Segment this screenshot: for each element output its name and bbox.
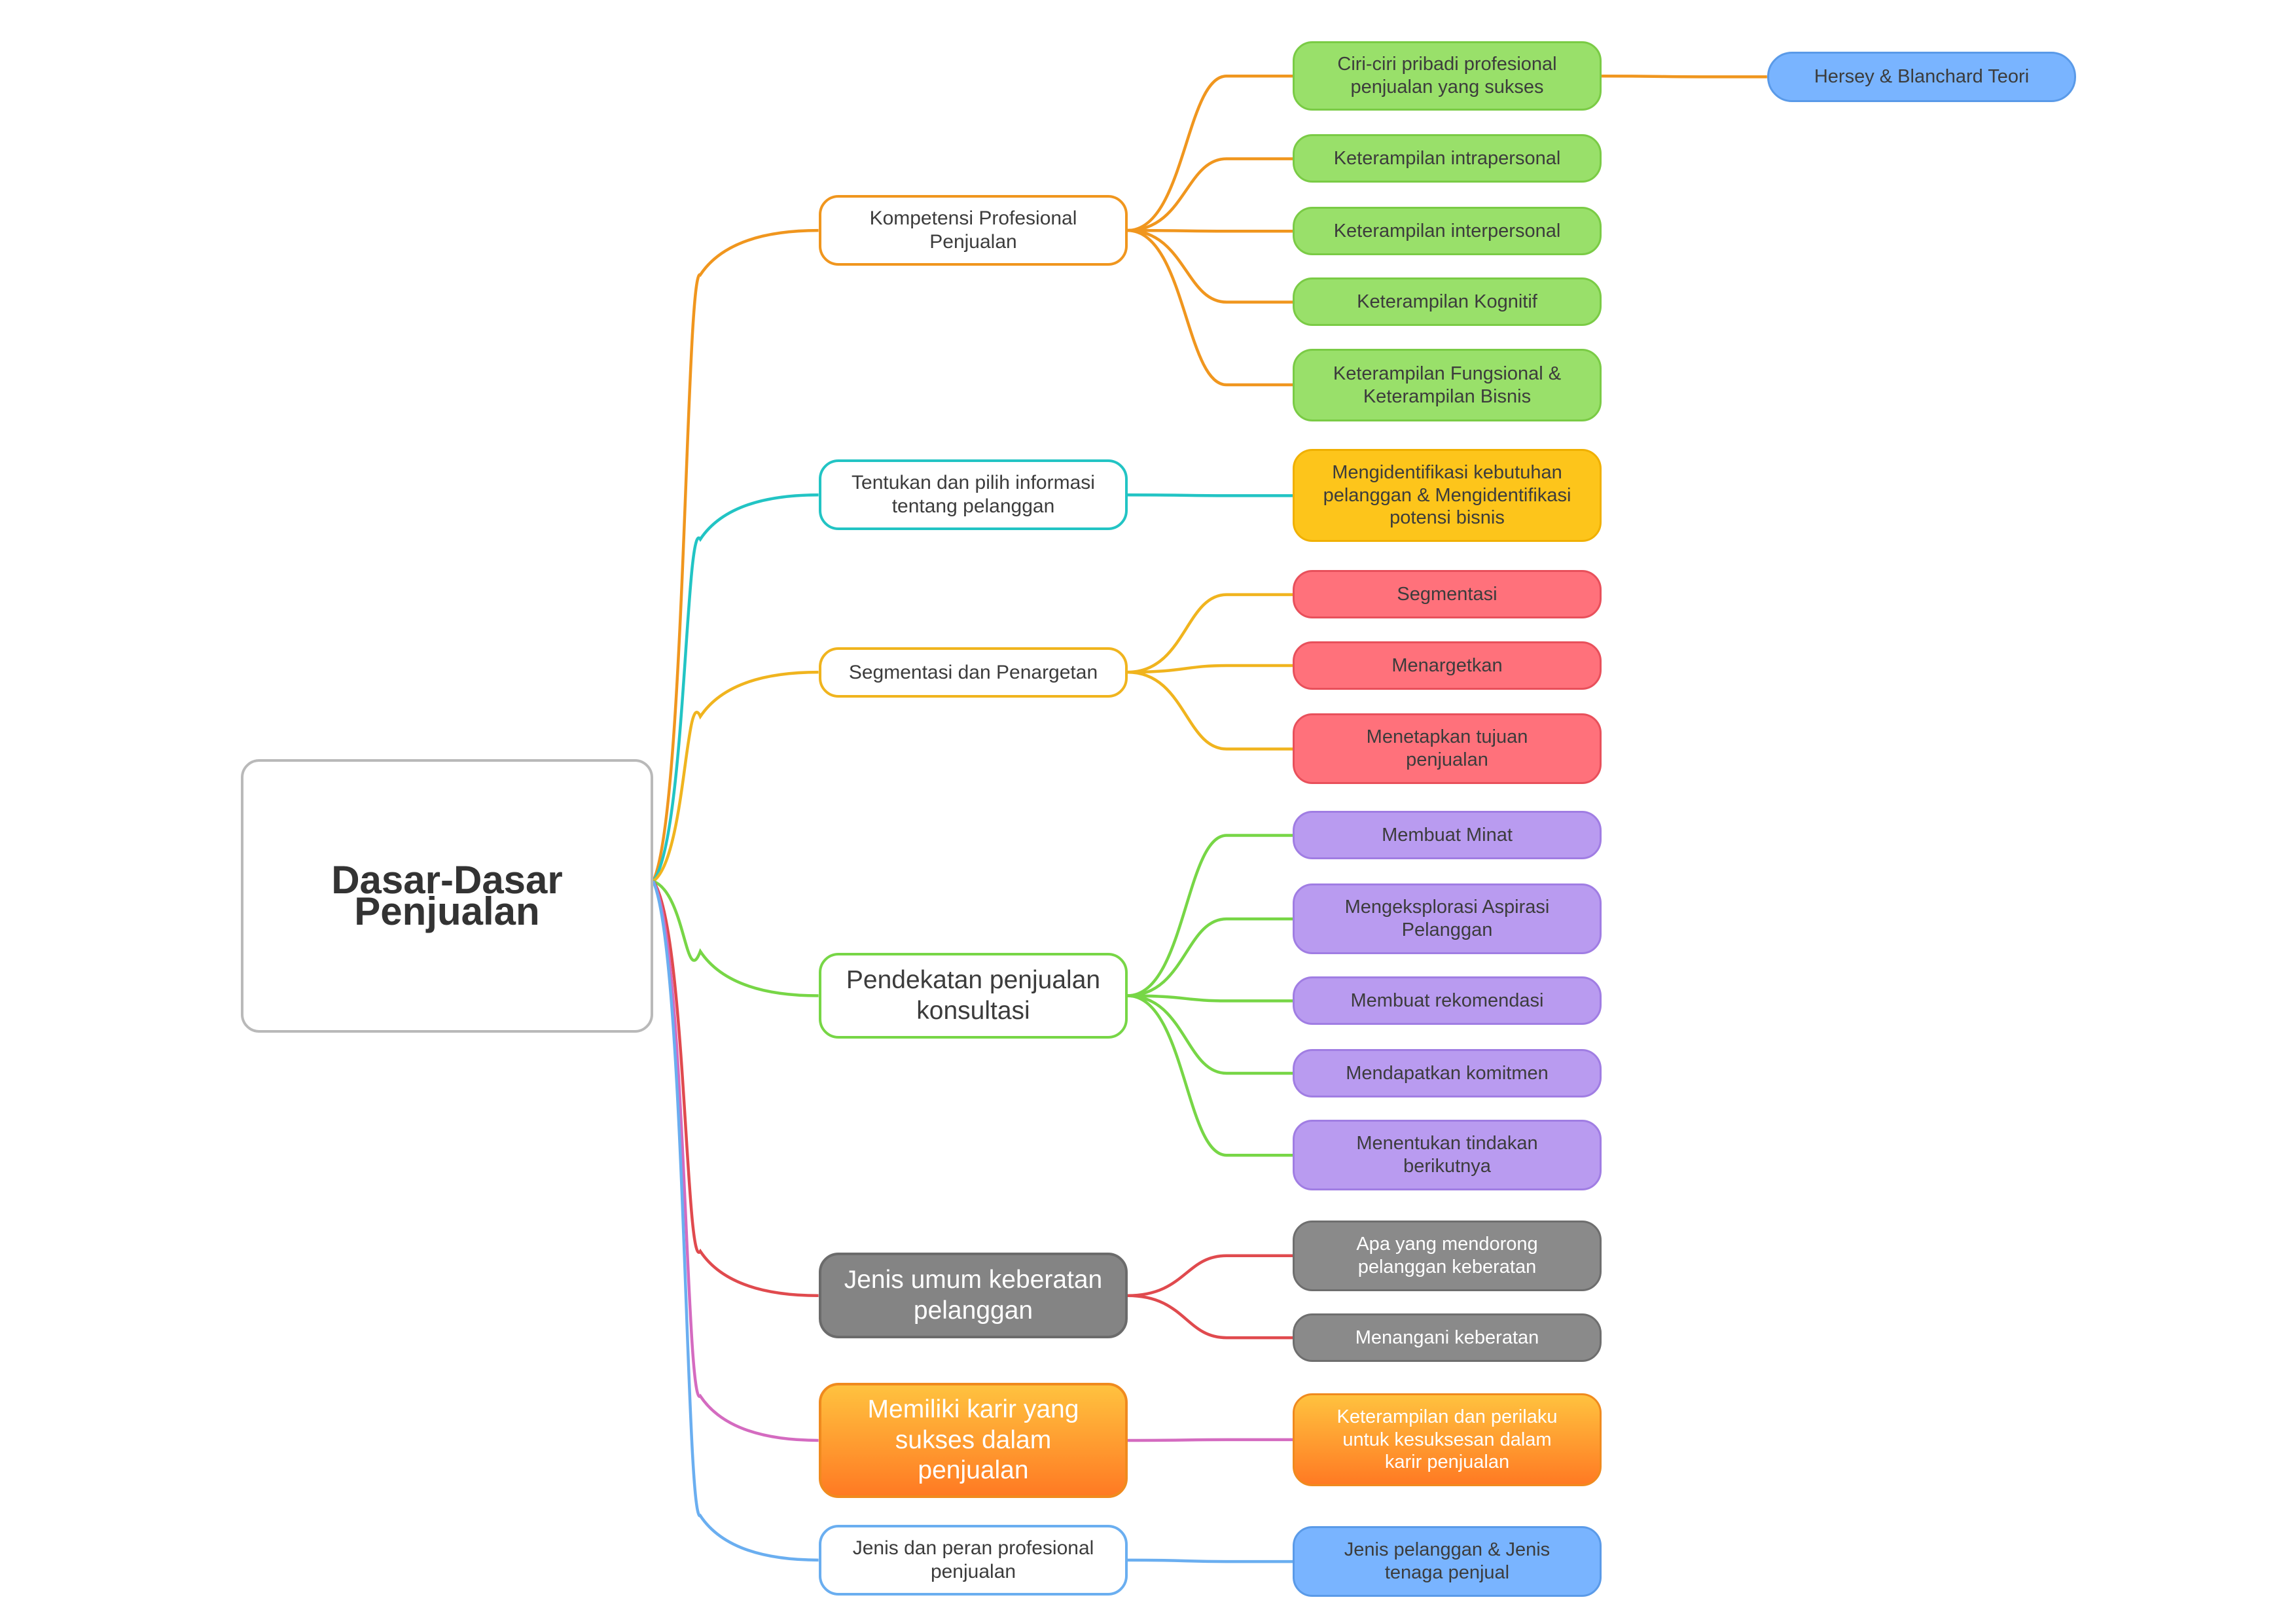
subtopic-3-3-label: Menetapkan tujuan penjualan xyxy=(1366,726,1528,770)
branch-topic-2-label: Tentukan dan pilih informasi tentang pel… xyxy=(852,472,1095,517)
subtopic-1-2[interactable]: Keterampilan intrapersonal xyxy=(1293,134,1602,183)
leaf-connector-1-5 xyxy=(1127,228,1293,387)
branch-topic-4[interactable]: Pendekatan penjualan konsultasi xyxy=(819,953,1128,1039)
subtopic-4-3-label: Membuat rekomendasi xyxy=(1350,990,1544,1011)
leaf-connector-3-1 xyxy=(1127,593,1293,674)
subtopic-4-5[interactable]: Menentukan tindakan berikutnya xyxy=(1293,1120,1602,1190)
subtopic-1-3[interactable]: Keterampilan interpersonal xyxy=(1293,207,1602,255)
root-topic[interactable]: Dasar-Dasar Penjualan xyxy=(241,759,653,1033)
subtopic-2-1[interactable]: Mengidentifikasi kebutuhan pelanggan & M… xyxy=(1293,449,1602,542)
leaf-connector-4-3 xyxy=(1127,994,1293,1003)
subtopic-5-2[interactable]: Menangani keberatan xyxy=(1293,1313,1602,1362)
subtopic-5-1[interactable]: Apa yang mendorong pelanggan keberatan xyxy=(1293,1221,1602,1291)
subtopic-1-1[interactable]: Ciri-ciri pribadi profesional penjualan … xyxy=(1293,41,1602,111)
branch-topic-3-label: Segmentasi dan Penargetan xyxy=(848,661,1098,683)
leaf-connector-4-5 xyxy=(1127,994,1293,1157)
subtopic-1-2-label: Keterampilan intrapersonal xyxy=(1333,147,1561,169)
leaf-connector-5-2 xyxy=(1127,1294,1293,1340)
leaf-connector-3-3 xyxy=(1127,670,1293,751)
branch-topic-5-label: Jenis umum keberatan pelanggan xyxy=(844,1265,1103,1325)
leaf-connector-1-3 xyxy=(1127,228,1293,233)
subtopic-4-2-label: Mengeksplorasi Aspirasi Pelanggan xyxy=(1344,897,1550,940)
leaf-connector-7-1 xyxy=(1127,1558,1293,1563)
subtopic-4-2[interactable]: Mengeksplorasi Aspirasi Pelanggan xyxy=(1293,883,1602,954)
branch-connector-7 xyxy=(651,880,819,1562)
root-topic-label: Dasar-Dasar Penjualan xyxy=(331,858,563,933)
subtopic-3-2[interactable]: Menargetkan xyxy=(1293,641,1602,690)
subtopic-3-3[interactable]: Menetapkan tujuan penjualan xyxy=(1293,713,1602,784)
leaf-connector-4-1 xyxy=(1127,834,1293,997)
subtopic-1-1-1-label: Hersey & Blanchard Teori xyxy=(1814,66,2030,88)
subtopic-3-1-label: Segmentasi xyxy=(1397,583,1498,605)
subtopic-6-1-label: Keterampilan dan perilaku untuk kesukses… xyxy=(1336,1406,1558,1473)
subtopic-1-5-label: Keterampilan Fungsional & Keterampilan B… xyxy=(1333,363,1562,407)
leaf-connector-4-4 xyxy=(1127,994,1293,1075)
branch-topic-1[interactable]: Kompetensi Profesional Penjualan xyxy=(819,195,1128,266)
branch-topic-3[interactable]: Segmentasi dan Penargetan xyxy=(819,647,1128,698)
branch-topic-6-label: Memiliki karir yang sukses dalam penjual… xyxy=(867,1395,1079,1485)
subtopic-6-1[interactable]: Keterampilan dan perilaku untuk kesukses… xyxy=(1293,1393,1602,1486)
branch-topic-1-label: Kompetensi Profesional Penjualan xyxy=(869,207,1077,253)
subtopic-1-1-label: Ciri-ciri pribadi profesional penjualan … xyxy=(1337,54,1557,98)
branch-topic-6[interactable]: Memiliki karir yang sukses dalam penjual… xyxy=(819,1383,1128,1498)
subtopic-5-1-label: Apa yang mendorong pelanggan keberatan xyxy=(1356,1234,1538,1277)
subtopic-2-1-label: Mengidentifikasi kebutuhan pelanggan & M… xyxy=(1323,461,1571,529)
branch-connector-3 xyxy=(652,670,819,883)
branch-topic-7-label: Jenis dan peran profesional penjualan xyxy=(852,1537,1094,1582)
subtopic-7-1[interactable]: Jenis pelanggan & Jenis tenaga penjual xyxy=(1293,1526,1602,1597)
subtopic-1-5[interactable]: Keterampilan Fungsional & Keterampilan B… xyxy=(1293,349,1602,421)
branch-connector-2 xyxy=(652,493,819,882)
subtopic-3-2-label: Menargetkan xyxy=(1391,654,1503,676)
branch-connector-5 xyxy=(651,880,819,1297)
leaf-connector-5-1 xyxy=(1127,1254,1293,1297)
subtopic-4-5-label: Menentukan tindakan berikutnya xyxy=(1356,1133,1538,1177)
subtopic-1-4-label: Keterampilan Kognitif xyxy=(1357,291,1537,312)
subtopic-3-1[interactable]: Segmentasi xyxy=(1293,570,1602,618)
leaf-connector-1-1 xyxy=(1127,75,1293,232)
leaf-connector-1-2 xyxy=(1127,157,1293,232)
subtopic-1-1-1[interactable]: Hersey & Blanchard Teori xyxy=(1767,52,2076,102)
branch-topic-2[interactable]: Tentukan dan pilih informasi tentang pel… xyxy=(819,459,1128,530)
subtopic-4-3[interactable]: Membuat rekomendasi xyxy=(1293,976,1602,1025)
branch-topic-5[interactable]: Jenis umum keberatan pelanggan xyxy=(819,1253,1128,1338)
connector-lines xyxy=(651,75,1767,1563)
subtopic-1-4[interactable]: Keterampilan Kognitif xyxy=(1293,277,1602,326)
branch-topic-7[interactable]: Jenis dan peran profesional penjualan xyxy=(819,1525,1128,1596)
leaf-connector-3-2 xyxy=(1127,664,1293,674)
branch-connector-4 xyxy=(652,880,819,997)
far-connector-1-1-1 xyxy=(1602,75,1767,79)
subtopic-7-1-label: Jenis pelanggan & Jenis tenaga penjual xyxy=(1344,1539,1551,1583)
leaf-connector-1-4 xyxy=(1127,228,1293,304)
subtopic-4-4-label: Mendapatkan komitmen xyxy=(1346,1062,1549,1084)
subtopic-5-2-label: Menangani keberatan xyxy=(1355,1327,1539,1348)
subtopic-1-3-label: Keterampilan interpersonal xyxy=(1333,220,1561,241)
branch-connector-1 xyxy=(651,228,819,882)
branch-connector-6 xyxy=(651,880,819,1442)
leaf-connector-4-2 xyxy=(1127,917,1293,997)
subtopic-4-4[interactable]: Mendapatkan komitmen xyxy=(1293,1049,1602,1097)
branch-topic-4-label: Pendekatan penjualan konsultasi xyxy=(846,965,1101,1025)
subtopic-4-1[interactable]: Membuat Minat xyxy=(1293,811,1602,859)
subtopic-4-1-label: Membuat Minat xyxy=(1382,824,1513,846)
